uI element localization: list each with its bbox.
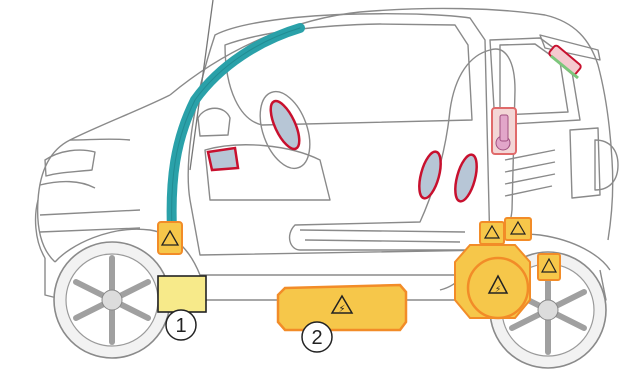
hv-battery: ⚡ xyxy=(276,283,408,332)
svg-text:1: 1 xyxy=(175,315,186,337)
belt-tensioner xyxy=(491,107,517,155)
high-voltage-warning-icon: ⚡ xyxy=(338,304,345,315)
third-brake-light xyxy=(548,44,582,80)
knee-airbag xyxy=(206,146,240,172)
seat-airbag-front xyxy=(418,150,442,200)
airbags xyxy=(206,99,478,203)
svg-text:2: 2 xyxy=(311,327,322,349)
electric-motor xyxy=(466,256,530,320)
rear-hv-modules: ⚡ xyxy=(454,217,561,320)
high-voltage-warning-icon: ⚡ xyxy=(495,285,501,295)
steering-airbag xyxy=(269,99,301,151)
callout-2: 2 xyxy=(301,321,333,353)
seat-airbag-rear xyxy=(454,153,478,203)
front-wheel xyxy=(53,241,171,359)
front-hv-module xyxy=(157,221,183,255)
aux-battery xyxy=(157,275,207,313)
callout-1: 1 xyxy=(165,309,197,341)
